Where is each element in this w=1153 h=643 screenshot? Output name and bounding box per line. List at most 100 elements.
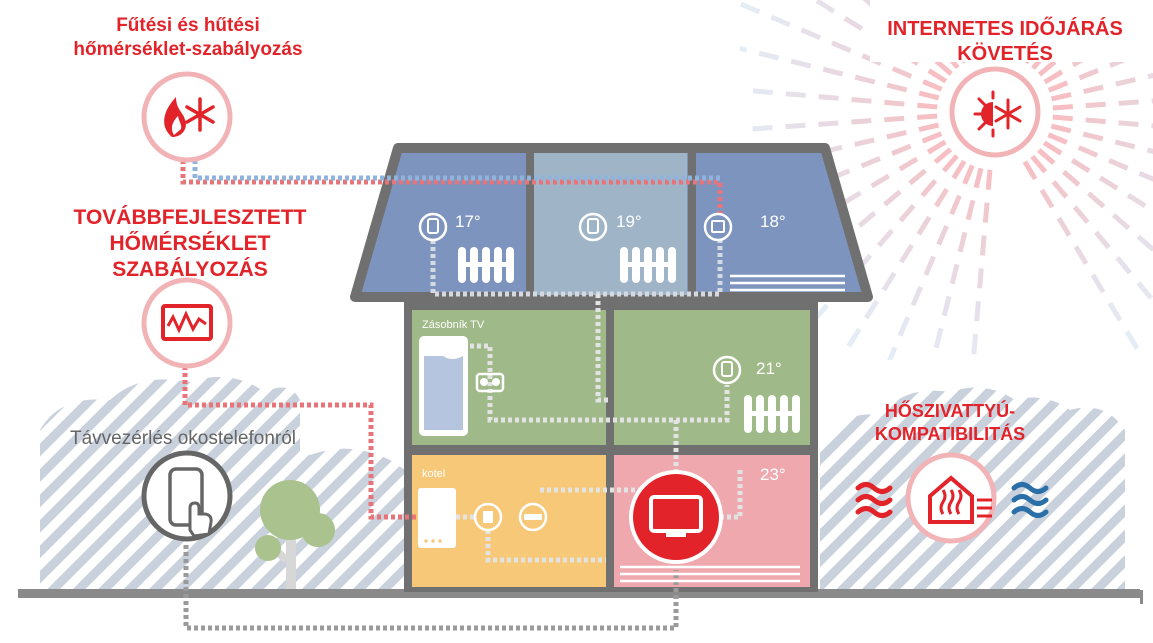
fan-ray bbox=[843, 16, 864, 31]
fan-ray bbox=[752, 88, 774, 96]
cool-waves-blue-icon bbox=[1011, 482, 1049, 518]
fan-ray bbox=[934, 58, 953, 76]
fan-ray bbox=[883, 189, 902, 207]
fan-ray bbox=[951, 159, 967, 180]
fan-ray bbox=[740, 1, 761, 15]
fan-ray bbox=[1136, 234, 1153, 252]
fan-ray bbox=[1042, 140, 1063, 156]
fan-ray bbox=[1086, 191, 1106, 209]
fan-ray bbox=[891, 66, 913, 79]
attic-mid-devices bbox=[578, 212, 676, 283]
fan-ray bbox=[1039, 188, 1055, 209]
fan-ray bbox=[1146, 147, 1153, 154]
fan-ray bbox=[1114, 139, 1136, 150]
fan-ray bbox=[1090, 273, 1106, 294]
fan-ray bbox=[884, 115, 905, 123]
floor-heating-icon bbox=[730, 274, 845, 292]
fan-ray bbox=[957, 231, 968, 253]
fan-ray bbox=[752, 125, 773, 132]
fan-ray bbox=[965, 199, 976, 221]
fan-ray bbox=[977, 268, 984, 289]
fan-ray bbox=[1115, 77, 1136, 87]
fan-ray bbox=[1073, 245, 1089, 266]
fan-ray bbox=[985, 169, 993, 190]
radiator-icon bbox=[458, 247, 514, 283]
fan-ray bbox=[917, 102, 938, 110]
temp-ground-right: 23° bbox=[760, 465, 786, 484]
label-boiler: kotel bbox=[422, 468, 445, 480]
fan-ray bbox=[934, 187, 949, 208]
fan-ray bbox=[818, 94, 839, 101]
fan-ray bbox=[1083, 84, 1104, 94]
fan-ray bbox=[923, 255, 936, 276]
controller-display bbox=[629, 470, 723, 564]
heading-line: INTERNETES IDŐJÁRÁS bbox=[887, 18, 1123, 40]
fan-ray bbox=[1052, 114, 1073, 122]
temp-middle-right: 21° bbox=[756, 359, 782, 378]
fan-mask bbox=[870, 0, 1153, 62]
heat-waves-red-icon bbox=[855, 482, 893, 518]
heading-line: hőmérséklet-szabályozás bbox=[73, 39, 303, 60]
fan-ray bbox=[949, 194, 962, 216]
fan-ray bbox=[941, 295, 952, 317]
fan-ray bbox=[1056, 217, 1072, 237]
fan-ray bbox=[1051, 180, 1069, 199]
heading-line: KÖVETÉS bbox=[957, 43, 1053, 65]
fan-ray bbox=[910, 285, 924, 307]
fan-ray bbox=[876, 228, 894, 248]
fan-ray bbox=[740, 87, 741, 90]
fan-ray bbox=[898, 203, 916, 223]
temp-attic-right: 18° bbox=[760, 212, 786, 231]
fan-ray bbox=[785, 91, 806, 98]
fan-ray bbox=[1108, 158, 1129, 171]
fan-ray bbox=[857, 211, 877, 228]
fan-ray bbox=[1085, 117, 1106, 125]
fan-ray bbox=[1094, 230, 1111, 250]
fan-ray bbox=[1047, 132, 1068, 145]
fan-ray bbox=[971, 367, 973, 387]
fan-ray bbox=[1107, 301, 1123, 322]
fan-ray bbox=[822, 66, 844, 77]
fan-ray bbox=[897, 316, 911, 337]
heading-line: TOVÁBBFEJLESZTETT bbox=[73, 206, 307, 229]
fan-ray bbox=[886, 130, 907, 140]
heading-heat-pump: HŐSZIVATTYÚ- KOMPATIBILITÁS bbox=[855, 400, 1045, 446]
fan-ray bbox=[841, 190, 862, 206]
fan-ray bbox=[974, 301, 981, 322]
fan-ray bbox=[1047, 80, 1069, 93]
fan-ray bbox=[740, 45, 748, 53]
label-water-tank: Zásobník TV bbox=[422, 319, 485, 331]
fan-ray bbox=[1111, 213, 1131, 231]
fan-ray bbox=[886, 82, 908, 93]
fan-ray bbox=[790, 58, 812, 69]
fan-ray bbox=[846, 327, 862, 348]
fan-ray bbox=[917, 113, 938, 120]
fan-ray bbox=[936, 225, 949, 246]
fan-ray bbox=[881, 271, 897, 292]
fan-ray bbox=[785, 122, 806, 130]
fan-ray bbox=[884, 99, 905, 107]
fan-ray bbox=[1037, 148, 1056, 166]
fan-ray bbox=[1062, 169, 1081, 187]
fan-ray bbox=[926, 139, 947, 155]
sun-snowflake-icon bbox=[949, 66, 1041, 158]
fan-ray bbox=[891, 143, 912, 156]
fan-ray bbox=[908, 168, 927, 186]
fan-ray bbox=[1022, 160, 1038, 181]
label-remote-control: Távvezérlés okostelefonról bbox=[70, 428, 296, 449]
fan-ray bbox=[1082, 131, 1104, 142]
fan-ray bbox=[949, 263, 960, 285]
temp-attic-mid: 19° bbox=[616, 212, 642, 231]
fan-ray bbox=[971, 333, 979, 355]
fan-ray bbox=[851, 96, 872, 104]
fan-ray bbox=[800, 27, 822, 41]
fan-ray bbox=[1085, 101, 1106, 109]
fan-ray bbox=[1043, 69, 1064, 85]
fan-ray bbox=[1070, 158, 1091, 173]
fan-ray bbox=[1078, 68, 1099, 81]
fan-ray bbox=[921, 131, 943, 144]
flame-snowflake-icon bbox=[141, 71, 233, 163]
heading-line: KOMPATIBILITÁS bbox=[874, 424, 1026, 444]
fan-ray bbox=[720, 130, 740, 131]
fan-ray bbox=[1118, 120, 1139, 128]
